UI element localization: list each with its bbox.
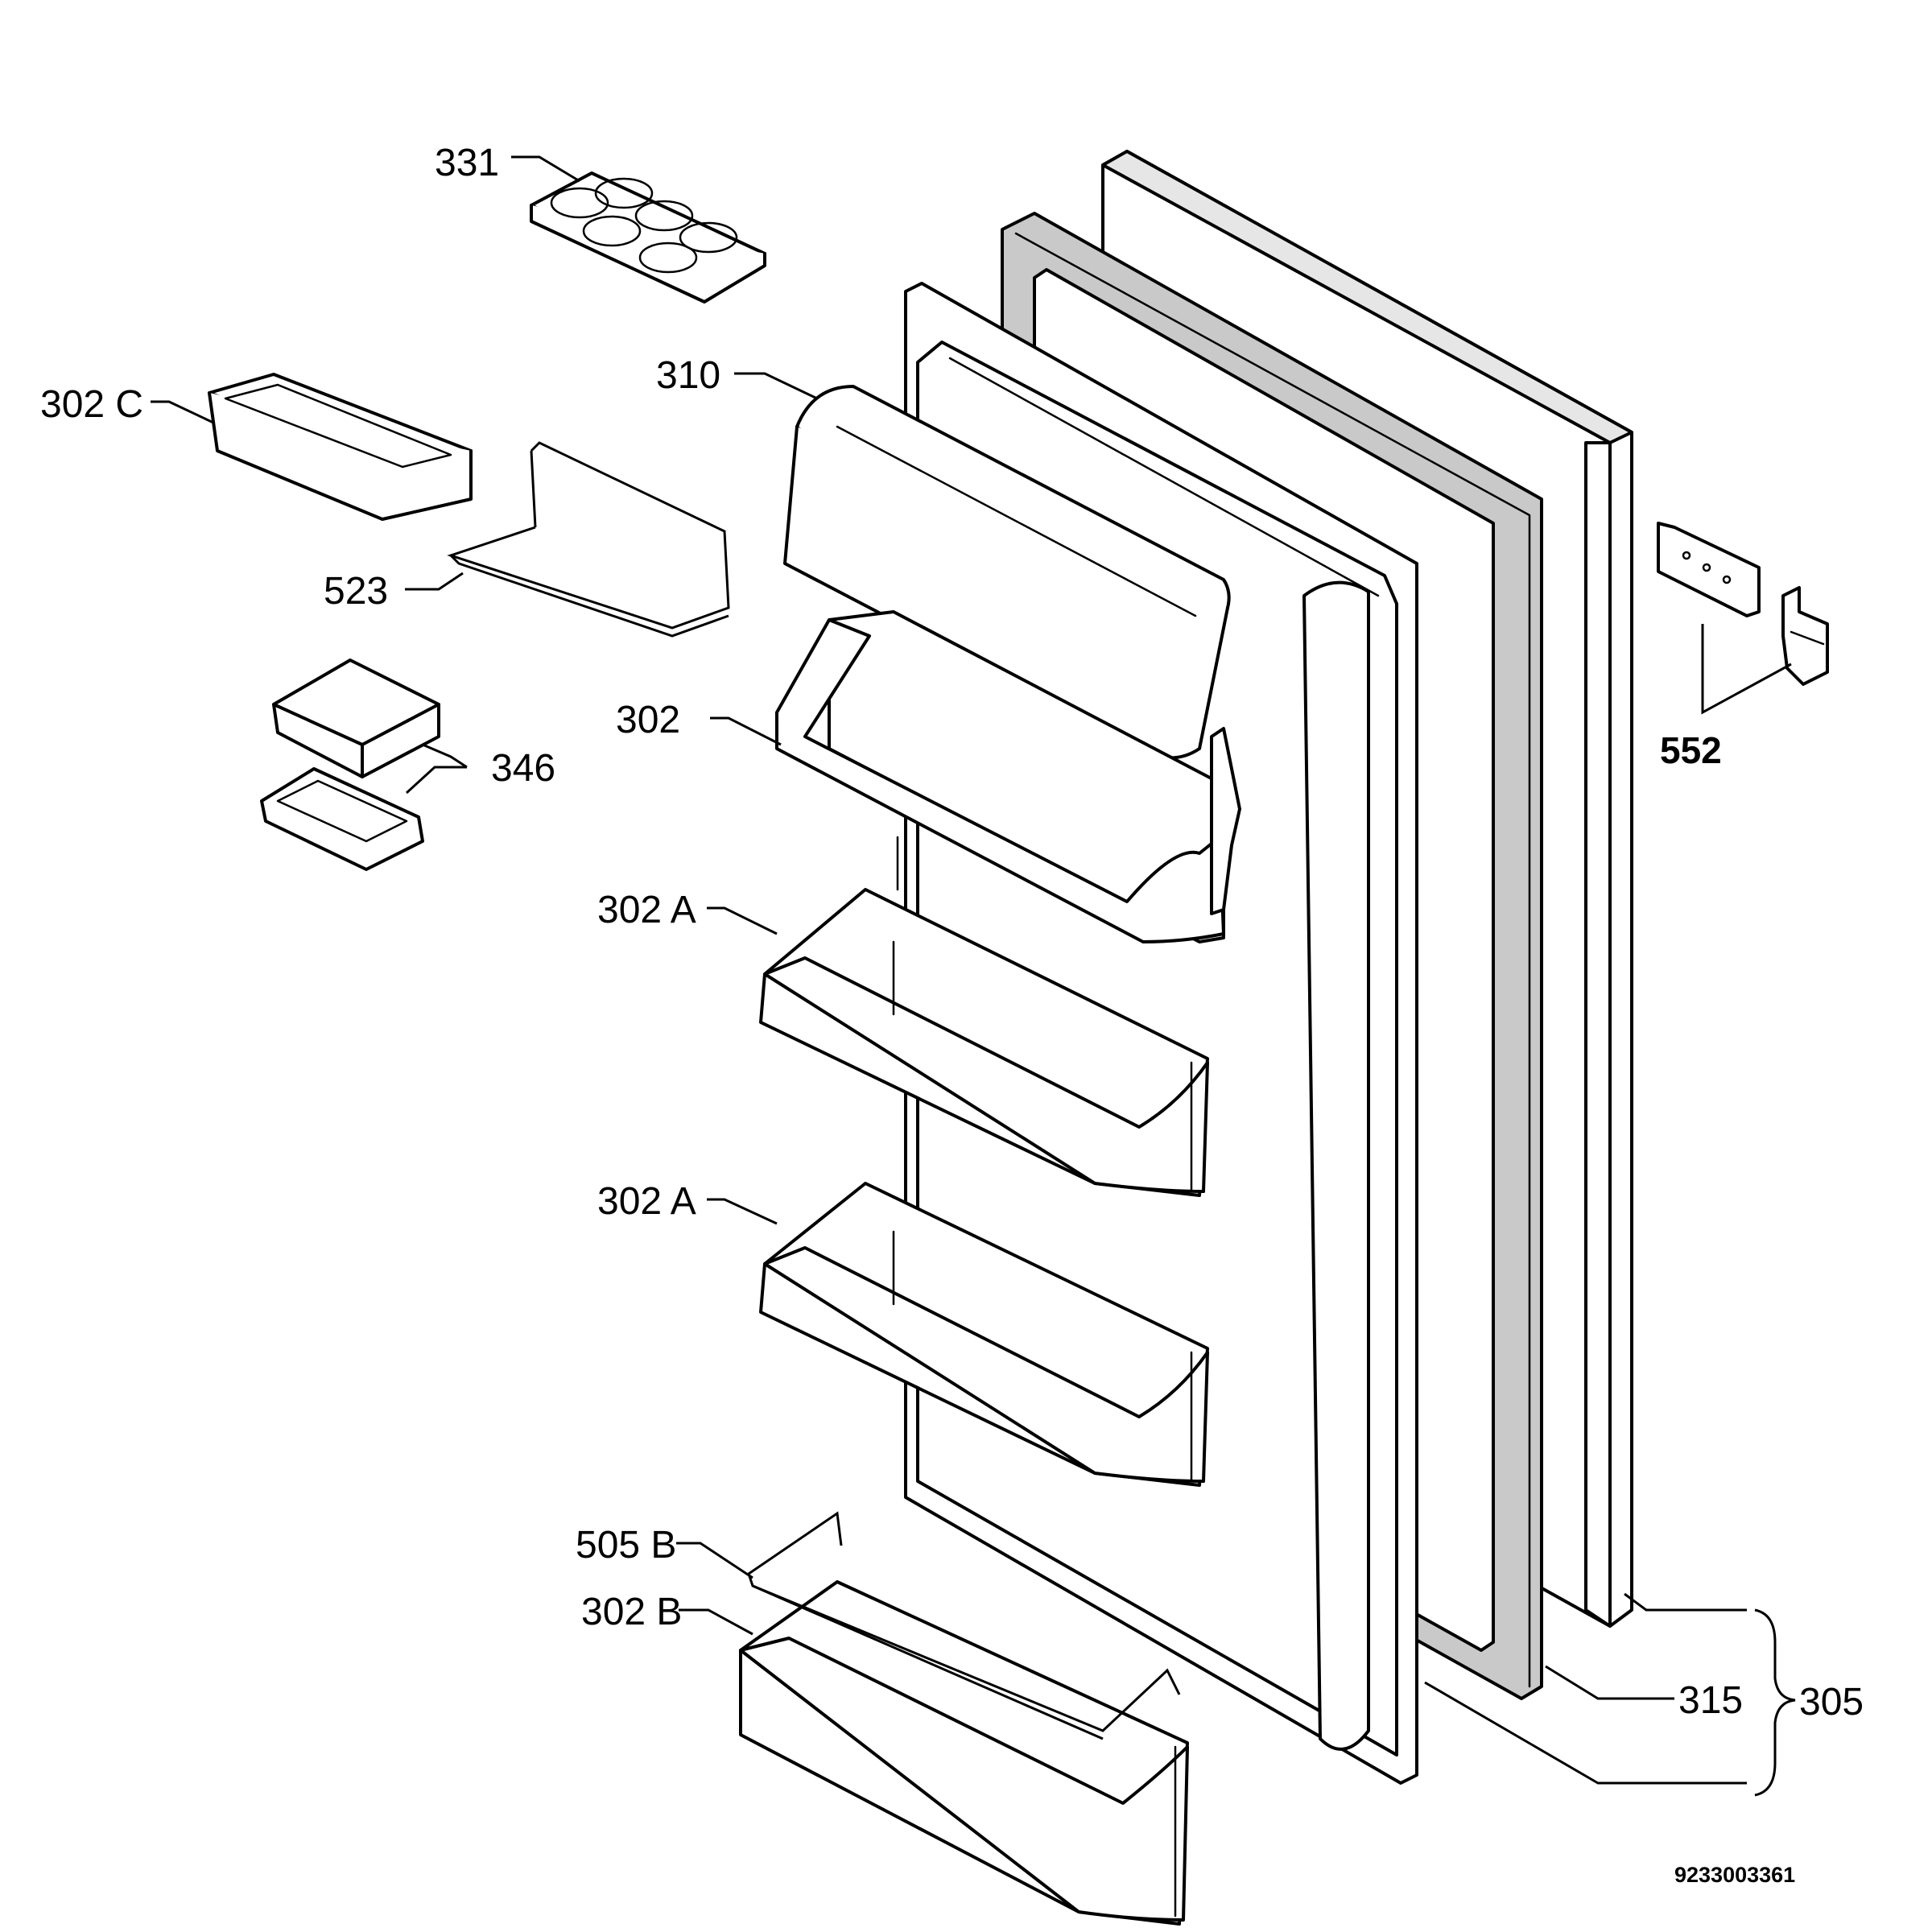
small-bin-302c[interactable] — [208, 373, 473, 521]
wire-rack-523[interactable] — [447, 441, 730, 638]
butter-dish-346[interactable] — [260, 658, 440, 871]
label-505b: 505 B — [576, 1524, 676, 1567]
drawing-number: 9233003361 — [1674, 1863, 1795, 1887]
label-305: 305 — [1799, 1681, 1864, 1724]
leader-lines — [151, 155, 1796, 1797]
label-523: 523 — [324, 570, 388, 613]
label-310: 310 — [656, 354, 720, 397]
label-552: 552 — [1660, 729, 1722, 771]
label-302c: 302 C — [40, 383, 143, 426]
label-331: 331 — [435, 142, 499, 184]
door-shelf-302[interactable] — [775, 610, 1241, 943]
door-shelf-302a-lower[interactable] — [759, 1182, 1209, 1487]
label-302a-lower: 302 A — [597, 1180, 696, 1223]
part-labels: 331 302 C 310 523 302 346 302 A 302 A 50… — [40, 142, 1864, 1887]
label-315: 315 — [1678, 1679, 1743, 1722]
door-shelf-302a-upper[interactable] — [759, 888, 1209, 1197]
label-302a-upper: 302 A — [597, 889, 696, 931]
label-302b: 302 B — [581, 1591, 682, 1633]
egg-tray-331[interactable] — [530, 171, 766, 303]
bottle-retainer-505b[interactable] — [747, 1511, 1181, 1740]
door-shelf-302b[interactable] — [739, 1580, 1189, 1926]
label-346: 346 — [491, 747, 555, 790]
hinge-brackets-552[interactable] — [1657, 522, 1829, 686]
label-302: 302 — [616, 699, 680, 741]
